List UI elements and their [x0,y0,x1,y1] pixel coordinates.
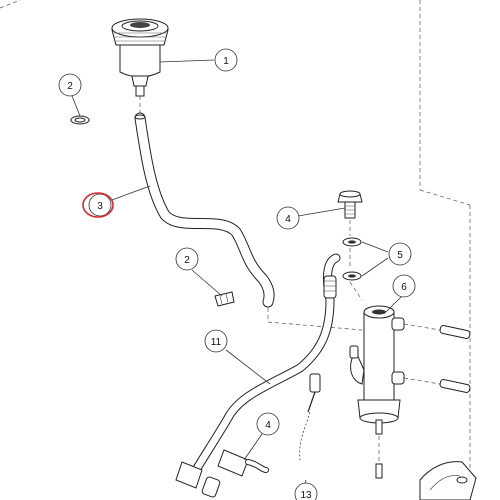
callout-4-top: 4 [276,206,300,230]
callout-1: 1 [214,48,238,72]
callout-5-label: 5 [397,250,403,261]
callout-2-middle-label: 2 [184,255,190,266]
callout-13: 13 [294,482,318,500]
banjo-bolt-part [337,190,363,219]
callout-11-label: 11 [211,337,222,348]
callout-6-label: 6 [401,282,407,293]
reservoir-hose-part [134,112,275,308]
callout-13-label: 13 [300,490,312,500]
mounting-screw-lower [439,379,471,393]
washer-part-upper [342,237,362,247]
fitting-part-bottom [217,449,269,477]
callout-6: 6 [392,274,416,298]
callout-4-bottom-label: 4 [265,420,271,431]
callout-11: 11 [204,329,228,353]
clip-part-top [70,115,90,125]
reservoir-part [111,18,169,97]
callout-4-top-label: 4 [285,214,291,225]
master-cylinder-part [349,305,405,435]
leader-lines [71,59,403,500]
callout-3-label: 3 [97,201,103,212]
callout-4-bottom: 4 [256,412,280,436]
frame-border-lines [0,0,471,500]
callout-2-top: 2 [58,73,82,97]
callout-3-highlighted[interactable]: 3 [82,192,114,218]
sensor-connector-part [299,373,321,461]
lower-bracket-part [419,461,477,500]
callout-1-label: 1 [223,56,229,67]
callout-5: 5 [388,242,412,266]
callout-2-top-label: 2 [67,81,73,92]
clip-part-middle [214,291,235,307]
washer-part-lower [342,271,362,281]
callout-2-middle: 2 [175,247,199,271]
mounting-screw-upper [439,325,471,339]
pushrod-part [375,463,383,479]
brake-hose-part [175,253,341,498]
